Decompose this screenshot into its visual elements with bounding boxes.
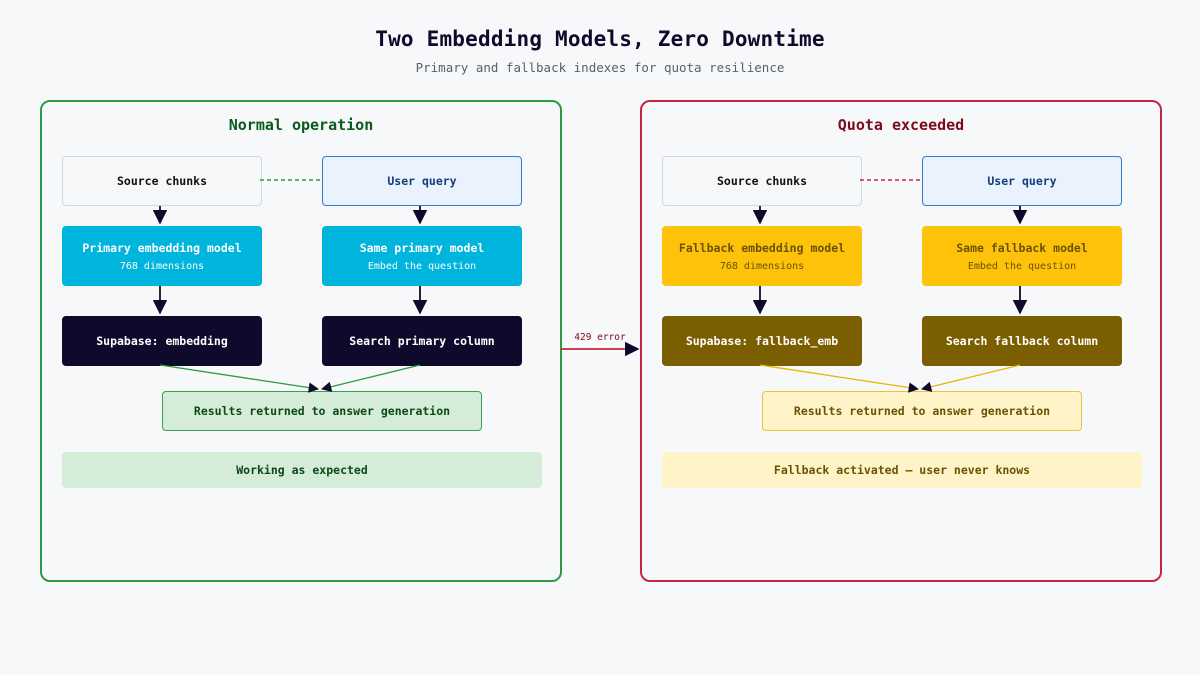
- same-fallback-model-label: Same fallback model: [956, 240, 1088, 255]
- primary-embedding-model-dims: 768 dimensions: [119, 260, 205, 272]
- normal-user-query-box: User query: [322, 156, 522, 206]
- same-primary-model-sub: Embed the question: [367, 260, 477, 272]
- same-primary-model-box: Same primary model Embed the question: [322, 226, 522, 286]
- same-fallback-model-box: Same fallback model Embed the question: [922, 226, 1122, 286]
- search-primary-column-label: Search primary column: [349, 334, 495, 348]
- supabase-embedding-box: Supabase: embedding: [62, 316, 262, 366]
- search-fallback-column-label: Search fallback column: [945, 334, 1099, 348]
- quota-exceeded-panel: Quota exceeded Source chunks User query …: [640, 100, 1162, 582]
- search-primary-column-box: Search primary column: [322, 316, 522, 366]
- quota-source-chunks-label: Source chunks: [716, 174, 807, 188]
- normal-panel-title: Normal operation: [228, 116, 374, 134]
- transition-error-label: 429 error: [574, 332, 626, 343]
- normal-results-box: Results returned to answer generation: [162, 391, 482, 431]
- normal-source-chunks-label: Source chunks: [116, 174, 207, 188]
- normal-user-query-label: User query: [387, 174, 457, 188]
- quota-user-query-label: User query: [987, 174, 1057, 188]
- fallback-embedding-model-box: Fallback embedding model 768 dimensions: [662, 226, 862, 286]
- normal-status-banner: Working as expected: [62, 452, 542, 488]
- supabase-fallback-emb-box: Supabase: fallback_emb: [662, 316, 862, 366]
- fallback-embedding-model-label: Fallback embedding model: [678, 240, 846, 255]
- supabase-embedding-label: Supabase: embedding: [96, 334, 228, 348]
- diagram-title: Two Embedding Models, Zero Downtime: [375, 27, 825, 51]
- quota-status-banner: Fallback activated — user never knows: [662, 452, 1142, 488]
- same-primary-model-label: Same primary model: [359, 240, 485, 255]
- same-fallback-model-sub: Embed the question: [967, 260, 1077, 272]
- normal-source-chunks-box: Source chunks: [62, 156, 262, 206]
- primary-embedding-model-label: Primary embedding model: [82, 240, 242, 255]
- quota-user-query-box: User query: [922, 156, 1122, 206]
- supabase-fallback-emb-label: Supabase: fallback_emb: [685, 334, 839, 348]
- fallback-embedding-model-dims: 768 dimensions: [719, 260, 805, 272]
- normal-operation-panel: Normal operation Source chunks User quer…: [40, 100, 562, 582]
- quota-results-box: Results returned to answer generation: [762, 391, 1082, 431]
- primary-embedding-model-box: Primary embedding model 768 dimensions: [62, 226, 262, 286]
- quota-source-chunks-box: Source chunks: [662, 156, 862, 206]
- diagram-subtitle: Primary and fallback indexes for quota r…: [415, 60, 785, 75]
- quota-panel-title: Quota exceeded: [837, 116, 965, 134]
- search-fallback-column-box: Search fallback column: [922, 316, 1122, 366]
